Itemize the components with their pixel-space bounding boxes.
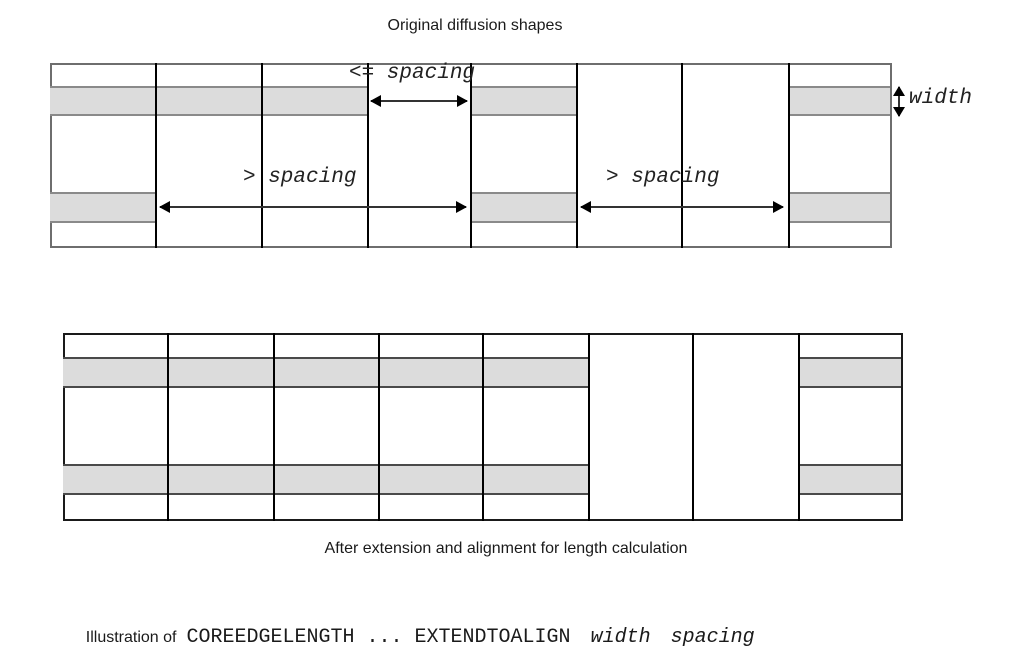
extended-bar-top-row-seg2 [798, 357, 901, 388]
diffusion-bar-top-row-seg1 [50, 86, 367, 116]
spacing-gt-right-arrow [580, 201, 784, 213]
bottom-grid-line-5 [588, 333, 590, 521]
top-grid-line-6 [681, 63, 683, 248]
extended-bar-bottom-row-seg1 [63, 464, 588, 495]
width-arrow [893, 86, 905, 117]
spacing-gt-left-label: > spacing [243, 166, 357, 189]
top-grid-line-4 [470, 63, 472, 248]
footer-params: width spacing [590, 626, 755, 649]
bottom-grid-line-3 [378, 333, 380, 521]
bottom-diagram-caption: After extension and alignment for length… [324, 540, 688, 557]
top-grid-line-5 [576, 63, 578, 248]
spacing-le-label: <= spacing [349, 62, 476, 85]
diffusion-bar-bottom-row-seg1 [50, 192, 155, 223]
spacing-le-arrow [370, 95, 468, 107]
spacing-gt-left-arrow [159, 201, 467, 213]
bottom-grid-line-7 [798, 333, 800, 521]
top-grid-line-2 [261, 63, 263, 248]
bottom-grid-line-2 [273, 333, 275, 521]
bottom-grid-line-4 [482, 333, 484, 521]
footer-caption: Illustration of COREEDGELENGTH ... EXTEND… [68, 608, 755, 664]
footer-keywords: COREEDGELENGTH ... EXTENDTOALIGN [186, 626, 571, 649]
spacing-gt-right-label: > spacing [606, 166, 720, 189]
top-grid-line-7 [788, 63, 790, 248]
bottom-grid-line-1 [167, 333, 169, 521]
top-grid-line-3 [367, 63, 369, 248]
footer-prefix: Illustration of [85, 629, 177, 646]
extended-bar-top-row-seg1 [63, 357, 588, 388]
extended-bar-bottom-row-seg2 [798, 464, 901, 495]
figure-title: Original diffusion shapes [387, 17, 563, 34]
diffusion-bar-bottom-row-seg3 [788, 192, 890, 223]
diffusion-bar-top-row-seg2 [470, 86, 576, 116]
top-grid-line-1 [155, 63, 157, 248]
width-label: width [909, 87, 973, 110]
diffusion-bar-bottom-row-seg2 [470, 192, 576, 223]
bottom-grid-line-6 [692, 333, 694, 521]
diffusion-bar-top-row-seg3 [788, 86, 890, 116]
